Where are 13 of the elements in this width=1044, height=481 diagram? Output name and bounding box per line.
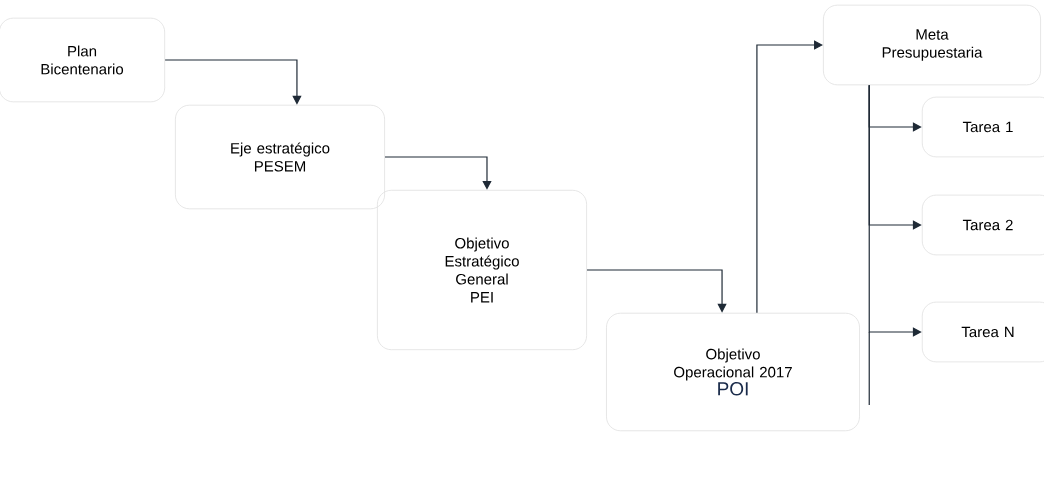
- arrow: [586, 269, 727, 313]
- arrow: [164, 59, 302, 105]
- process-box: Objetivo Operacional 2017 POI: [606, 312, 860, 432]
- process-box: Tarea N: [921, 301, 1044, 363]
- arrow: [384, 156, 492, 190]
- arrow: [756, 40, 823, 314]
- process-box: Tarea 1: [921, 96, 1044, 158]
- arrow: [868, 84, 922, 337]
- process-box: Plan Bicentenario: [0, 17, 166, 103]
- process-box: Tarea 2: [921, 194, 1044, 256]
- process-box: Eje estratégico PESEM: [175, 104, 385, 210]
- process-box: Objetivo Estratégico General PEI: [377, 189, 587, 351]
- process-box: Meta Presupuestaria: [823, 4, 1041, 86]
